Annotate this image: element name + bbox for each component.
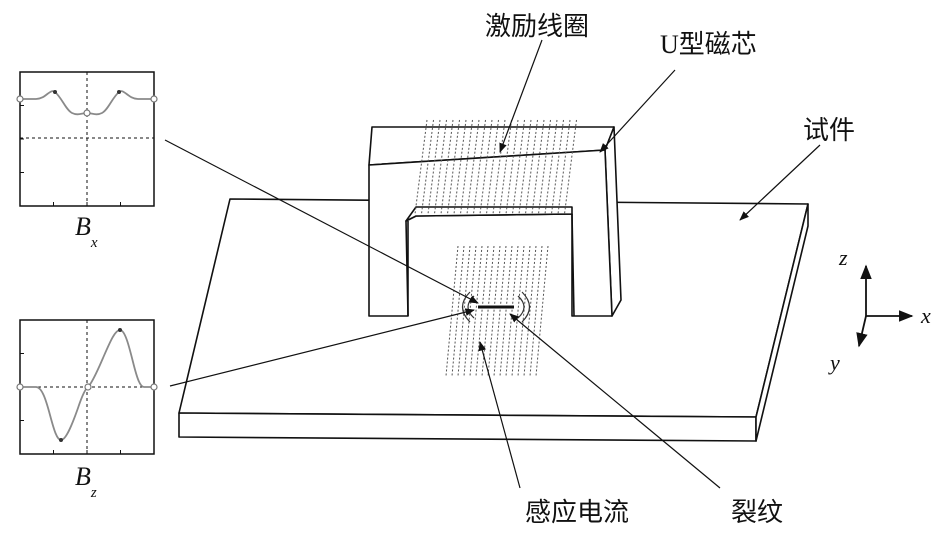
leader-core bbox=[599, 69, 676, 153]
bz-plot-label: Bz bbox=[75, 462, 97, 501]
bx-plot-label: Bx bbox=[75, 212, 98, 251]
bx-symbol: B bbox=[75, 212, 91, 241]
induced-current-lines bbox=[445, 245, 549, 377]
current-line bbox=[475, 245, 489, 377]
crack-label: 裂纹 bbox=[731, 498, 784, 527]
current-line bbox=[529, 245, 543, 377]
current-line bbox=[487, 245, 501, 377]
u-core bbox=[368, 126, 622, 317]
current-line bbox=[457, 245, 471, 377]
bz-plot bbox=[16, 319, 158, 455]
bz-subscript: z bbox=[90, 485, 97, 501]
y-axis-label: y bbox=[830, 350, 840, 375]
specimen-plate bbox=[178, 198, 809, 442]
current-line bbox=[493, 245, 507, 377]
leader-lines bbox=[164, 39, 821, 489]
leader-bx bbox=[164, 139, 479, 304]
specimen-front-face bbox=[178, 412, 757, 442]
induced-current-label: 感应电流 bbox=[525, 498, 630, 527]
coordinate-axes bbox=[856, 264, 914, 348]
current-line bbox=[535, 245, 549, 377]
specimen-label: 试件 bbox=[803, 116, 856, 145]
specimen-side-face bbox=[755, 203, 809, 442]
u-core-inner-depth bbox=[405, 206, 573, 222]
current-line bbox=[451, 245, 465, 377]
y-axis bbox=[856, 315, 868, 348]
current-line bbox=[499, 245, 513, 377]
leader-specimen bbox=[739, 144, 821, 221]
coil-label: 激励线圈 bbox=[485, 12, 590, 41]
core-label: U型磁芯 bbox=[660, 30, 757, 59]
bx-plot bbox=[16, 71, 158, 207]
bz-symbol: B bbox=[75, 462, 91, 491]
current-line bbox=[445, 245, 459, 377]
current-line bbox=[511, 245, 525, 377]
leader-bz bbox=[169, 308, 475, 387]
bx-subscript: x bbox=[90, 235, 98, 251]
current-line bbox=[517, 245, 531, 377]
z-axis-label: z bbox=[839, 245, 848, 270]
leader-induced-current bbox=[478, 341, 521, 489]
current-line bbox=[469, 245, 483, 377]
x-axis-label: x bbox=[921, 303, 931, 328]
current-line bbox=[523, 245, 537, 377]
current-line bbox=[505, 245, 519, 377]
leader-coil bbox=[499, 39, 543, 153]
leader-crack bbox=[509, 313, 721, 489]
